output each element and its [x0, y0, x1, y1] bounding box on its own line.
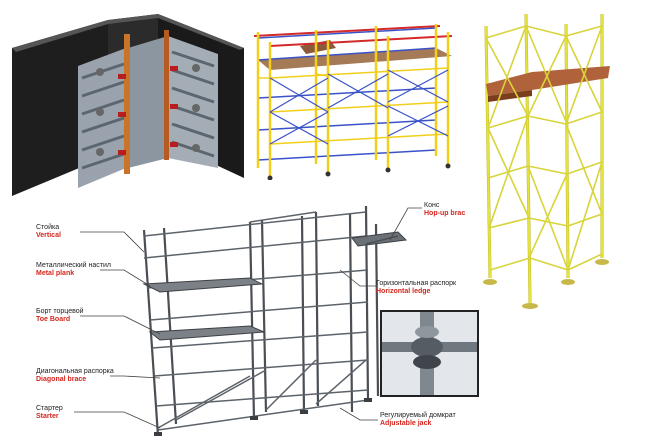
- label-diagonal-brace-ru: Диагональная распорка: [36, 368, 114, 376]
- label-horizontal-ledger-ru: Горизонтальная распорк: [376, 280, 456, 288]
- label-starter-en: Starter: [36, 413, 63, 421]
- frame-scaffold-image: [240, 18, 458, 180]
- label-toe-board: Борт торцевой Toe Board: [36, 308, 84, 324]
- label-metal-plank-ru: Металлический настил: [36, 262, 111, 270]
- mobile-tower-scaffold-image: [474, 8, 624, 313]
- label-vertical-ru: Стойка: [36, 224, 61, 232]
- label-toe-board-ru: Борт торцевой: [36, 308, 84, 316]
- label-starter: Стартер Starter: [36, 405, 63, 421]
- cuplock-joint-closeup-image: [380, 310, 479, 397]
- label-hop-up-bracket-en: Hop-up brac: [424, 210, 465, 218]
- label-vertical-en: Vertical: [36, 232, 61, 240]
- label-horizontal-ledger-en: Horizontal ledge: [376, 288, 456, 296]
- label-hop-up-bracket: Конс Hop-up brac: [424, 202, 465, 218]
- label-vertical: Стойка Vertical: [36, 224, 61, 240]
- label-adjustable-jack-en: Adjustable jack: [380, 420, 456, 428]
- cuplock-scaffold-diagram: [130, 200, 420, 440]
- label-metal-plank-en: Metal plank: [36, 270, 111, 278]
- label-diagonal-brace-en: Diagonal brace: [36, 376, 114, 384]
- wall-formwork-corner-image: [8, 8, 250, 203]
- label-horizontal-ledger: Горизонтальная распорк Horizontal ledge: [376, 280, 456, 296]
- label-toe-board-en: Toe Board: [36, 316, 84, 324]
- label-hop-up-bracket-ru: Конс: [424, 202, 465, 210]
- label-diagonal-brace: Диагональная распорка Diagonal brace: [36, 368, 114, 384]
- label-adjustable-jack-ru: Регулируемый домкрат: [380, 412, 456, 420]
- label-adjustable-jack: Регулируемый домкрат Adjustable jack: [380, 412, 456, 428]
- label-starter-ru: Стартер: [36, 405, 63, 413]
- label-metal-plank: Металлический настил Metal plank: [36, 262, 111, 278]
